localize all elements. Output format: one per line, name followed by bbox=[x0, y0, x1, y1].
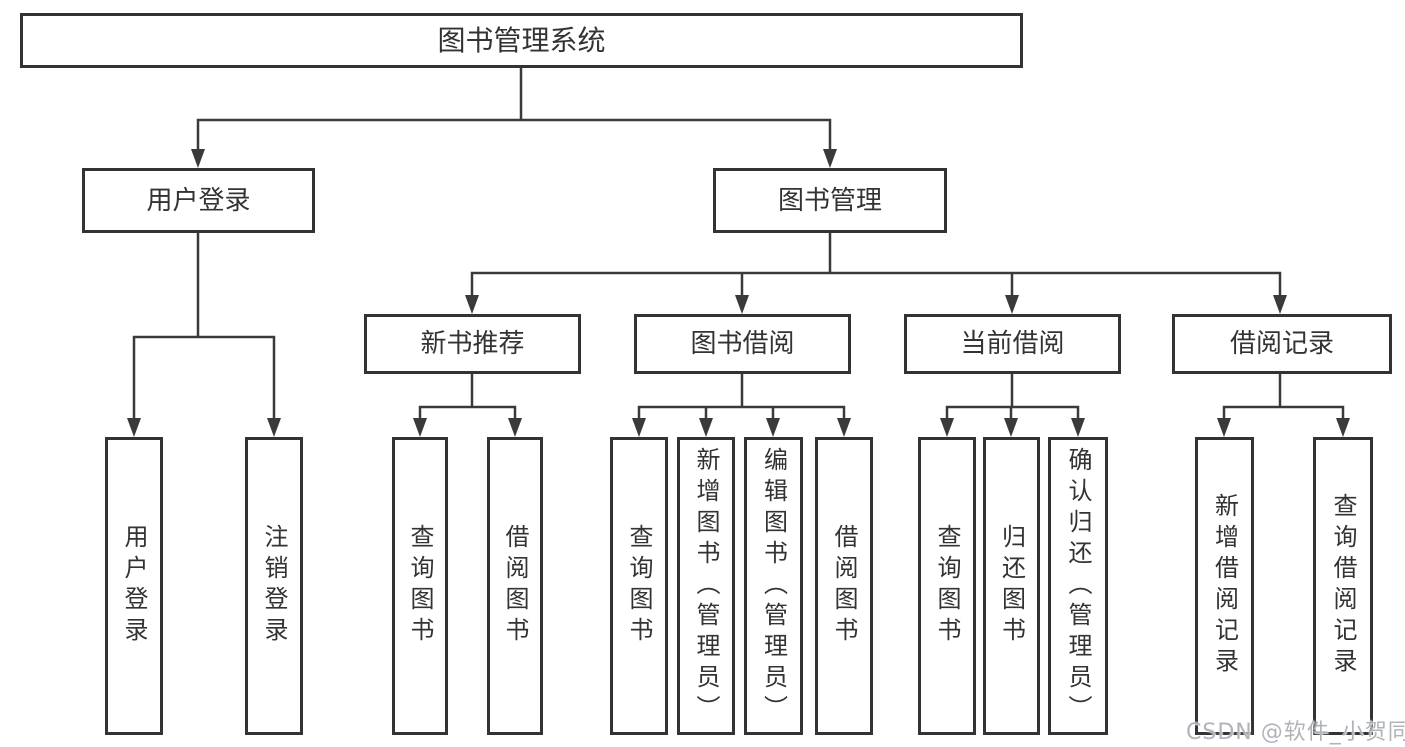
node-root-system: 图书管理系统 bbox=[20, 13, 1023, 68]
leaf-edit-book-admin: 编辑图书（管理员） bbox=[744, 437, 803, 735]
leaf-logout: 注销登录 bbox=[245, 437, 303, 735]
node-borrow-records: 借阅记录 bbox=[1172, 314, 1392, 374]
leaf-borrow-book-recommend: 借阅图书 bbox=[487, 437, 543, 735]
node-new-book-recommend: 新书推荐 bbox=[364, 314, 581, 374]
node-user-login-module: 用户登录 bbox=[82, 168, 315, 233]
leaf-user-login: 用户登录 bbox=[105, 437, 163, 735]
node-book-borrowing: 图书借阅 bbox=[634, 314, 851, 374]
leaf-return-book: 归还图书 bbox=[983, 437, 1040, 735]
csdn-watermark: CSDN @软件_小贺同学 bbox=[1186, 720, 1405, 745]
leaf-query-book-borrowing: 查询图书 bbox=[610, 437, 668, 735]
node-book-management-module: 图书管理 bbox=[713, 168, 947, 233]
leaf-query-borrow-record: 查询借阅记录 bbox=[1313, 437, 1373, 735]
leaf-borrow-book: 借阅图书 bbox=[815, 437, 873, 735]
leaf-query-book-current: 查询图书 bbox=[918, 437, 976, 735]
leaf-query-book-recommend: 查询图书 bbox=[392, 437, 448, 735]
arrowheads bbox=[127, 149, 1350, 437]
leaf-add-book-admin: 新增图书（管理员） bbox=[677, 437, 735, 735]
leaf-add-borrow-record: 新增借阅记录 bbox=[1195, 437, 1254, 735]
leaf-confirm-return-admin: 确认归还（管理员） bbox=[1048, 437, 1108, 735]
node-current-borrowing: 当前借阅 bbox=[904, 314, 1121, 374]
